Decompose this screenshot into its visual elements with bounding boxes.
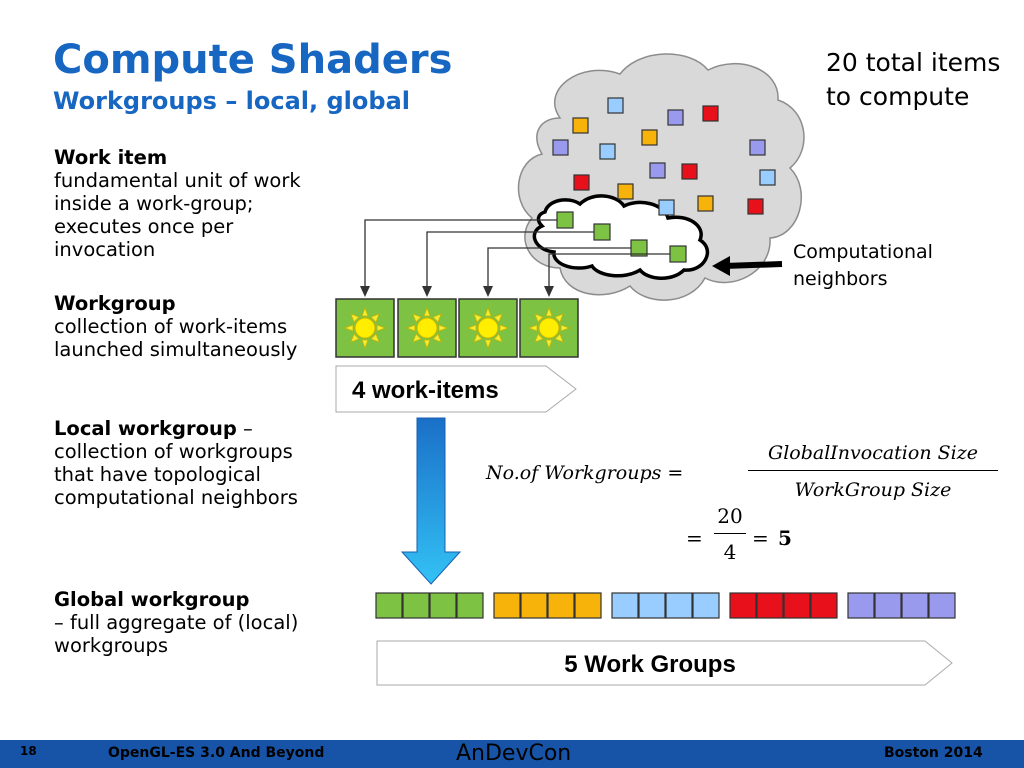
definition-text: collection of workgroups that have topol… [54,440,298,509]
connector-lines [360,219,670,297]
cloud-item [599,143,616,160]
work-groups-label: 5 Work Groups [376,640,953,686]
work-group-item [547,592,575,619]
workgroup-diagram: 4 work-items 5 Work Groups [335,53,956,686]
neighbors-note: Computational neighbors [793,241,933,290]
definition-term: Workgroup [54,292,176,315]
equation-fraction: GlobalInvocation Size WorkGroup Size [748,442,998,501]
equals-sign: = [752,526,769,550]
cloud-item [572,117,589,134]
cloud-item [749,139,766,156]
cloud-item [649,162,666,179]
work-group-item [847,592,875,619]
neighbor-item [669,245,687,263]
work-groups-label-text: 5 Work Groups [564,651,736,678]
slide-subtitle: Workgroups – local, global [53,87,410,115]
work-items-label-text: 4 work-items [352,377,499,404]
value-numerator: 20 [717,504,743,528]
definition-global-workgroup: Global workgroup – full aggregate of (lo… [54,588,319,657]
cloud-item [681,163,698,180]
work-group-item [574,592,602,619]
andevcon-logo: AnDevCon [456,741,572,766]
equation-numerator: GlobalInvocation Size [768,442,978,464]
cloud-item [641,129,658,146]
cloud-item [658,199,675,216]
footer-event: Boston 2014 [884,745,983,761]
work-group-item [665,592,693,619]
neighbor-item [556,211,574,229]
work-group-item [874,592,902,619]
cloud-item [759,169,776,186]
work-group-item [375,592,403,619]
cloud-item [573,174,590,191]
value-fraction: 20 4 [714,504,746,564]
definition-term: Work item [54,146,168,169]
cloud-item [667,109,684,126]
work-group-item [729,592,757,619]
work-group-item [493,592,521,619]
definition-text: fundamental unit of work inside a work-g… [54,169,301,261]
equation-denominator: WorkGroup Size [794,479,952,501]
work-items-row [335,298,579,358]
slide-title: Compute Shaders [53,37,453,83]
definition-text: collection of work-items launched simult… [54,315,298,361]
neighbors-arrow [712,256,783,276]
work-group-item [692,592,720,619]
cloud-items [552,97,776,263]
footer-presentation-title: OpenGL-ES 3.0 And Beyond [108,745,325,761]
fraction-bar [748,470,998,471]
cloud-item [697,195,714,212]
fraction-bar [714,533,746,534]
definition-work-item: Work item fundamental unit of work insid… [54,146,319,261]
definition-separator: – [236,417,253,440]
work-group-item [429,592,457,619]
work-group-item [402,592,430,619]
equation-lhs: No.of Workgroups = [486,462,684,484]
slide-number: 18 [20,744,37,758]
work-group-item [901,592,929,619]
total-items-note: 20 total items to compute [826,48,1001,111]
equation-result: 5 [778,526,792,550]
cloud-item [702,105,719,122]
work-group-item [783,592,811,619]
neighbor-item [593,223,611,241]
work-items-label: 4 work-items [335,365,577,413]
cloud-item [747,198,764,215]
definition-workgroup: Workgroup collection of work-items launc… [54,292,319,361]
work-group-item [928,592,956,619]
cloud-item [617,183,634,200]
work-group-item [611,592,639,619]
value-denominator: 4 [723,540,737,564]
definition-text: – full aggregate of (local) workgroups [54,611,299,657]
cloud-item [607,97,624,114]
footer-bar: 18 OpenGL-ES 3.0 And Beyond AnDevCon Bos… [0,740,1024,768]
work-group-item [810,592,838,619]
work-group-item [520,592,548,619]
work-group-item [756,592,784,619]
work-groups-bar [375,592,956,619]
work-group-item [638,592,666,619]
equals-sign: = [686,526,703,550]
definition-term: Local workgroup [54,417,237,440]
cloud-item [552,139,569,156]
work-group-item [456,592,484,619]
down-arrow [400,417,462,585]
definition-term: Global workgroup [54,588,250,611]
definition-local-workgroup: Local workgroup – collection of workgrou… [54,417,319,509]
